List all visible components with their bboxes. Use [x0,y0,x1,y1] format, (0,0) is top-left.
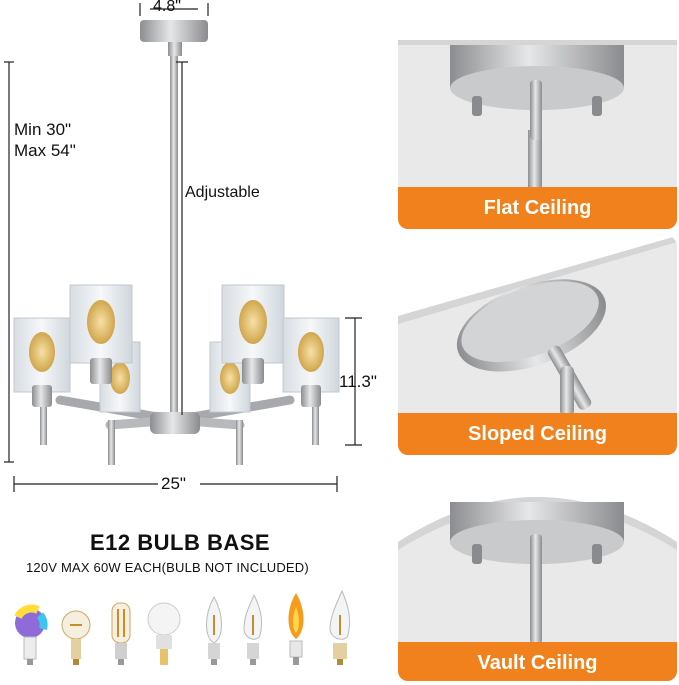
vault-ceiling-label: Vault Ceiling [398,642,677,681]
lamp-inner-left [69,284,133,384]
lamp-inner-right [221,284,285,384]
bent-tip-bulb-icon-2 [329,589,351,665]
adjustable-label: Adjustable [185,184,260,201]
candle-bulb-icon [206,595,222,665]
chandelier-diagram: 4.8" Min 30" Max 54" Adjustable 11.3" 25… [0,0,390,500]
led-globe-icon [147,602,181,665]
lamp-left [13,317,71,407]
sloped-ceiling-illustration [398,236,677,416]
flat-ceiling-label: Flat Ceiling [398,187,677,229]
canopy-width-label: 4.8" [153,0,181,15]
length-max-label: Max 54" [14,141,76,160]
sloped-ceiling-panel: Sloped Ceiling [398,236,677,455]
lamp-right [282,317,340,407]
flat-ceiling-illustration [398,10,677,190]
tubular-bulb-icon [111,602,131,665]
bulb-icons [14,589,351,665]
vault-ceiling-panel: Vault Ceiling [398,462,677,681]
width-label: 25" [161,474,186,493]
bulb-types-row [10,585,370,680]
flat-ceiling-panel: Flat Ceiling [398,10,677,229]
chandelier-illustration [4,3,362,492]
bent-tip-bulb-icon [243,593,263,665]
bulb-base-title: E12 BULB BASE [90,530,271,555]
vault-ceiling-illustration [398,462,677,644]
flame-bulb-icon [288,593,304,665]
length-min-label: Min 30" [14,120,72,139]
height-label: 11.3" [339,372,377,391]
bulb-base-subtitle: 120V MAX 60W EACH(BULB NOT INCLUDED) [26,560,309,575]
globe-bulb-icon [61,610,91,665]
sloped-ceiling-label: Sloped Ceiling [398,413,677,455]
smart-bulb-icon [14,604,48,665]
